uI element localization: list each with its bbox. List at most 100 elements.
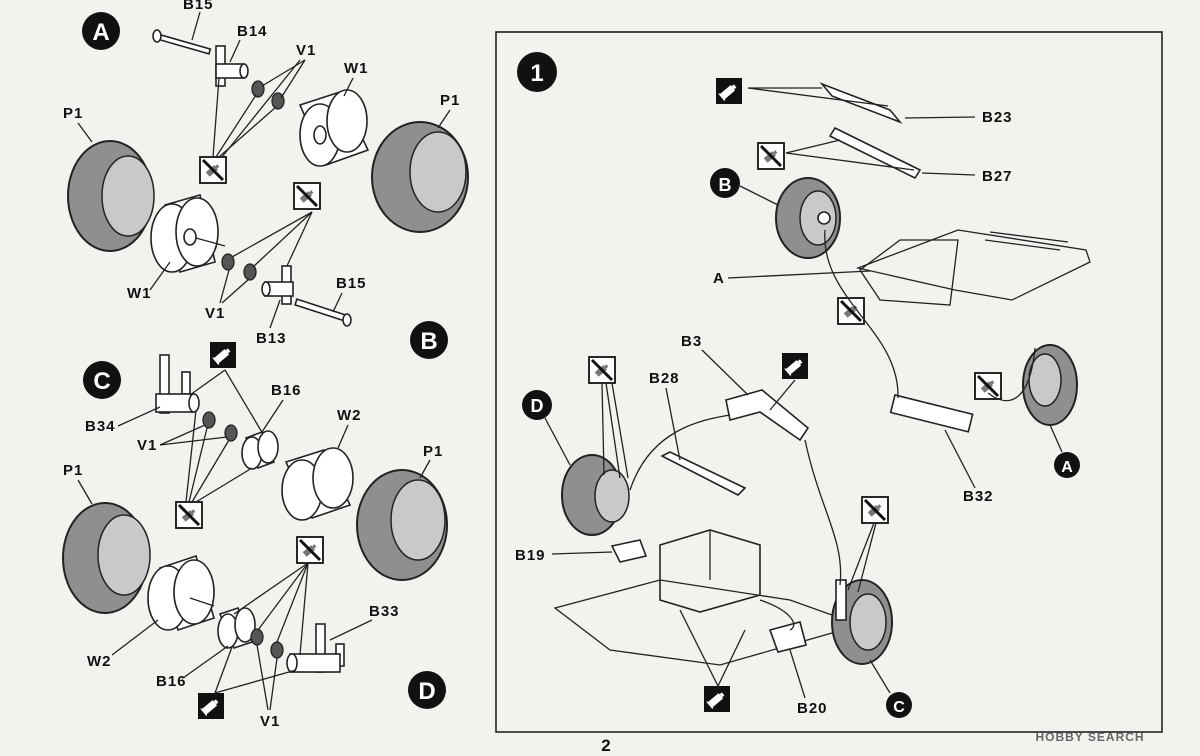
step-1-panel: 1 A B23 B27 B: [495, 31, 1163, 733]
step-badge-c-text: C: [893, 699, 905, 716]
no-glue-icon: [198, 155, 228, 185]
part-b19: [610, 539, 648, 563]
label-p1-left: P1: [63, 105, 83, 122]
chassis-body: [855, 229, 1091, 433]
no-glue-icon: [860, 495, 890, 525]
label-b28: B28: [649, 370, 680, 387]
label-b27: B27: [982, 168, 1013, 185]
step-frame: [495, 31, 1163, 733]
label-b33: B33: [369, 603, 400, 620]
wheel-assembly-d: [561, 454, 630, 536]
label-b15-bottom: B15: [336, 275, 367, 292]
step-badge-d: [522, 390, 552, 420]
washer-v1: [221, 253, 235, 271]
step-badge-a: [1054, 452, 1080, 478]
step-badge-d-text: D: [531, 396, 544, 416]
label-b15-top: B15: [183, 0, 214, 13]
label-w1-bottom: W1: [127, 285, 152, 302]
tire-p1-right: [371, 121, 469, 233]
washer-v1: [202, 411, 216, 429]
label-p1-c-right: P1: [423, 443, 443, 460]
wheel-w2-d: [147, 554, 215, 632]
step-badge-b: [710, 168, 740, 198]
glue-tube-icon: [782, 353, 808, 379]
badge-a: [82, 12, 120, 50]
badge-b-text: B: [420, 328, 437, 355]
tire-p1-c-left: [62, 502, 151, 614]
no-glue-icon: [756, 141, 786, 171]
label-w2-c: W2: [337, 407, 362, 424]
subassembly-a: A B15 B14 V1 W1: [63, 0, 469, 359]
gearbox: [553, 529, 863, 666]
no-glue-icon: [587, 355, 617, 385]
no-glue-icon: [295, 535, 325, 565]
part-b28: [660, 451, 747, 496]
wheel-assembly-a: [1022, 344, 1078, 426]
step-number: 1: [530, 60, 543, 87]
washer-v1: [270, 641, 284, 659]
label-p1-c-left: P1: [63, 462, 83, 479]
part-b16-c: [241, 430, 279, 470]
label-v1-bottom: V1: [205, 305, 225, 322]
subassembly-c: C B34 V1 B16: [62, 342, 448, 614]
label-b16-d: B16: [156, 673, 187, 690]
watermark: HOBBY SEARCH: [1035, 730, 1144, 744]
part-b3: [725, 389, 810, 442]
glue-tube-icon: [198, 693, 224, 719]
glue-tube-icon: [210, 342, 236, 368]
part-b15-bottom: [294, 298, 352, 327]
subassembly-d: W2 B16 B33 V1: [87, 535, 446, 730]
part-b14: [215, 45, 249, 87]
label-b13: B13: [256, 330, 287, 347]
tire-p1-left: [67, 140, 155, 252]
label-b23: B23: [982, 109, 1013, 126]
label-w2-d: W2: [87, 653, 112, 670]
washer-v1: [251, 80, 265, 98]
label-b32: B32: [963, 488, 994, 505]
part-b27: [828, 126, 922, 180]
label-p1-right: P1: [440, 92, 460, 109]
washer-v1: [250, 628, 264, 646]
badge-d: [408, 671, 446, 709]
wheel-assembly-b: [775, 177, 841, 259]
washer-v1: [243, 263, 257, 281]
no-glue-icon: [973, 371, 1003, 401]
badge-a-text: A: [92, 19, 109, 46]
washer-v1: [224, 424, 238, 442]
part-b16-d: [217, 607, 256, 649]
no-glue-icon: [292, 181, 322, 211]
part-b20: [768, 621, 807, 653]
glue-tube-icon: [716, 78, 742, 104]
label-v1-c: V1: [137, 437, 157, 454]
label-a-step: A: [713, 270, 725, 287]
tire-p1-c-right: [356, 469, 448, 581]
part-b34: [155, 354, 200, 414]
label-w1-top: W1: [344, 60, 369, 77]
label-b34: B34: [85, 418, 116, 435]
step-number-badge: [517, 52, 557, 92]
glue-tube-icon: [704, 686, 730, 712]
step-badge-c: [886, 692, 912, 718]
badge-d-text: D: [418, 678, 435, 705]
badge-b: [410, 321, 448, 359]
no-glue-icon: [174, 500, 204, 530]
label-b3: B3: [681, 333, 702, 350]
label-b16-c: B16: [271, 382, 302, 399]
page-number: 2: [601, 736, 610, 755]
badge-c-text: C: [93, 368, 110, 395]
label-v1-top: V1: [296, 42, 316, 59]
wheel-w1-top: [298, 89, 370, 167]
part-b13: [261, 265, 294, 305]
label-v1-d: V1: [260, 713, 280, 730]
wheel-w1-bottom: [150, 193, 226, 274]
label-b19: B19: [515, 547, 546, 564]
step-badge-b-text: B: [719, 175, 732, 195]
step-badge-a-text: A: [1061, 459, 1073, 476]
part-b15-top: [152, 29, 212, 55]
wheel-assembly-c: [831, 579, 893, 665]
wheel-w2-right: [281, 447, 354, 521]
part-b33: [286, 623, 345, 673]
badge-c: [83, 361, 121, 399]
